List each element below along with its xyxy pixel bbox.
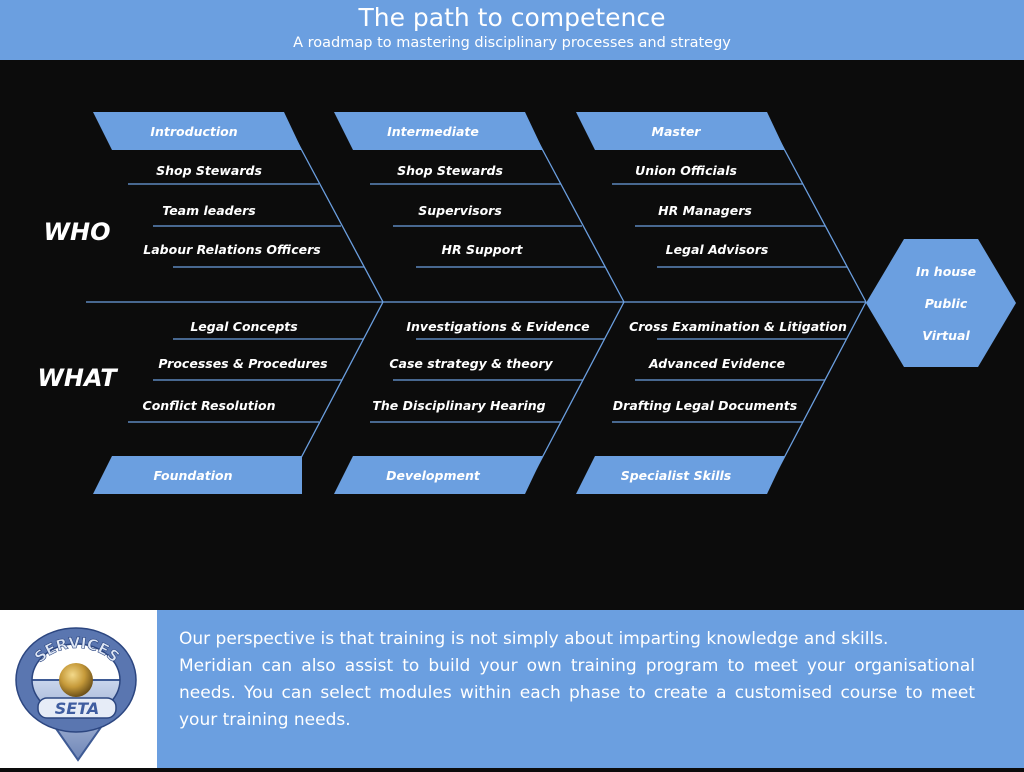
- diagonal-bottom-2: [532, 301, 625, 476]
- phase-banner-master: [576, 112, 785, 150]
- what-item: Investigations & Evidence: [406, 319, 589, 334]
- who-item: Shop Stewards: [156, 163, 262, 178]
- phase-label: Development: [386, 468, 481, 483]
- what-item: Advanced Evidence: [648, 356, 785, 371]
- logo-ring-edge: [15, 627, 137, 733]
- services-seta-logo: SERVICES SETA: [15, 627, 137, 762]
- diagonal-bottom-1: [291, 301, 384, 476]
- diagonal-top-1: [291, 131, 384, 303]
- diagonal-top-2: [532, 131, 625, 303]
- logo-globe: [59, 663, 93, 697]
- delivery-option: In house: [916, 264, 976, 279]
- logo-ring: [16, 628, 136, 732]
- phase-label: Introduction: [150, 124, 237, 139]
- phase-banner-foundation: [93, 456, 302, 494]
- who-item: HR Support: [442, 242, 524, 257]
- delivery-option: Public: [925, 296, 968, 311]
- delivery-hexagon: [866, 239, 1016, 367]
- logo-seta-plate: [37, 697, 117, 719]
- logo-text-seta: SETA: [55, 699, 100, 718]
- phase-label: Specialist Skills: [621, 468, 732, 483]
- what-item: Cross Examination & Litigation: [629, 319, 847, 334]
- who-heading: WHO: [44, 218, 111, 246]
- diagonal-bottom-3: [774, 301, 867, 476]
- page-subtitle: A roadmap to mastering disciplinary proc…: [293, 35, 731, 51]
- delivery-option: Virtual: [922, 328, 970, 343]
- what-item: The Disciplinary Hearing: [372, 398, 545, 413]
- fishbone-diagram: Introduction Intermediate Master Foundat…: [37, 112, 1016, 494]
- phase-banner-intermediate: [334, 112, 543, 150]
- logo-container: SERVICES SETA: [0, 610, 157, 768]
- page-title: The path to competence: [358, 3, 666, 32]
- phase-banner-specialist: [576, 456, 785, 494]
- what-item: Drafting Legal Documents: [613, 398, 797, 413]
- phase-label: Foundation: [153, 468, 232, 483]
- what-item: Conflict Resolution: [143, 398, 276, 413]
- who-item: Supervisors: [418, 203, 502, 218]
- footer-paragraph: Our perspective is that training is not …: [179, 629, 889, 649]
- who-item: HR Managers: [658, 203, 752, 218]
- footer-text: Our perspective is that training is not …: [179, 626, 975, 734]
- who-item: Labour Relations Officers: [143, 242, 320, 257]
- who-item: Team leaders: [162, 203, 255, 218]
- phase-banner-development: [334, 456, 543, 494]
- footer-panel: SERVICES SETA Our perspective is that tr…: [0, 610, 1024, 768]
- phase-label: Master: [652, 124, 702, 139]
- what-item: Case strategy & theory: [389, 356, 553, 371]
- phase-banner-introduction: [93, 112, 302, 150]
- footer-paragraph: Meridian can also assist to build your o…: [179, 656, 975, 730]
- header-banner: The path to competence A roadmap to mast…: [0, 0, 1024, 60]
- what-item: Processes & Procedures: [158, 356, 327, 371]
- diagonal-top-3: [774, 131, 867, 303]
- who-item: Shop Stewards: [397, 163, 503, 178]
- what-heading: WHAT: [37, 364, 118, 392]
- what-item: Legal Concepts: [190, 319, 297, 334]
- who-item: Union Officials: [635, 163, 737, 178]
- who-item: Legal Advisors: [666, 242, 769, 257]
- phase-label: Intermediate: [387, 124, 479, 139]
